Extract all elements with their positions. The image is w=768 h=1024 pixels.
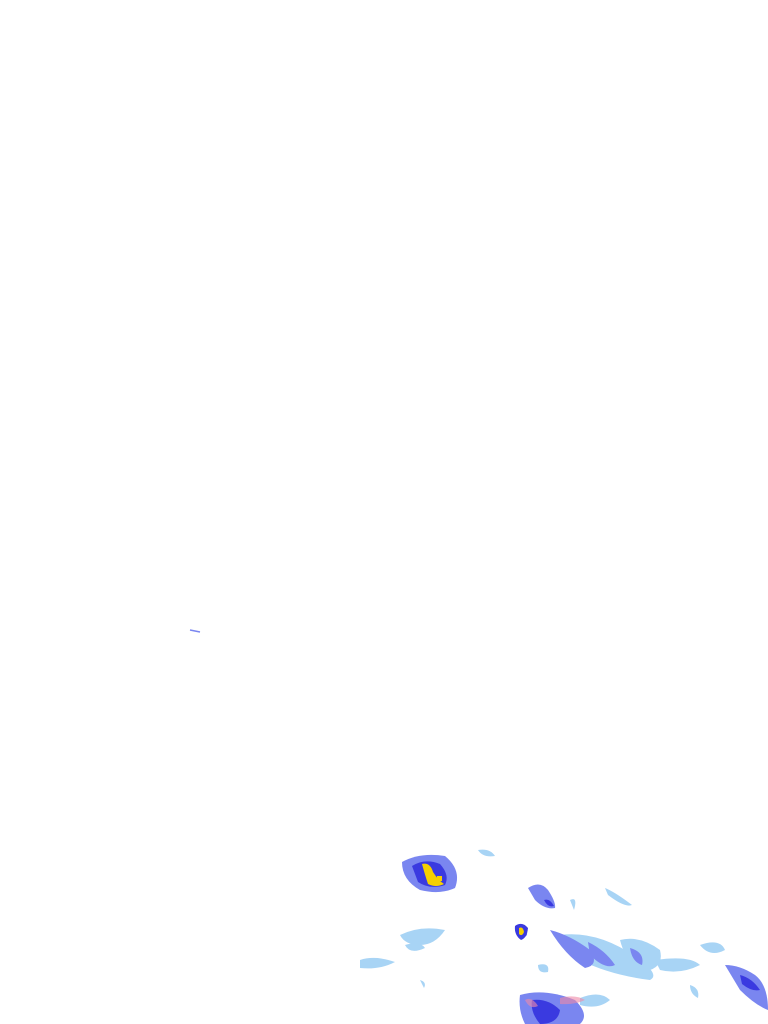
intense-precipitation	[422, 863, 524, 936]
mixed-precipitation	[525, 996, 585, 1008]
